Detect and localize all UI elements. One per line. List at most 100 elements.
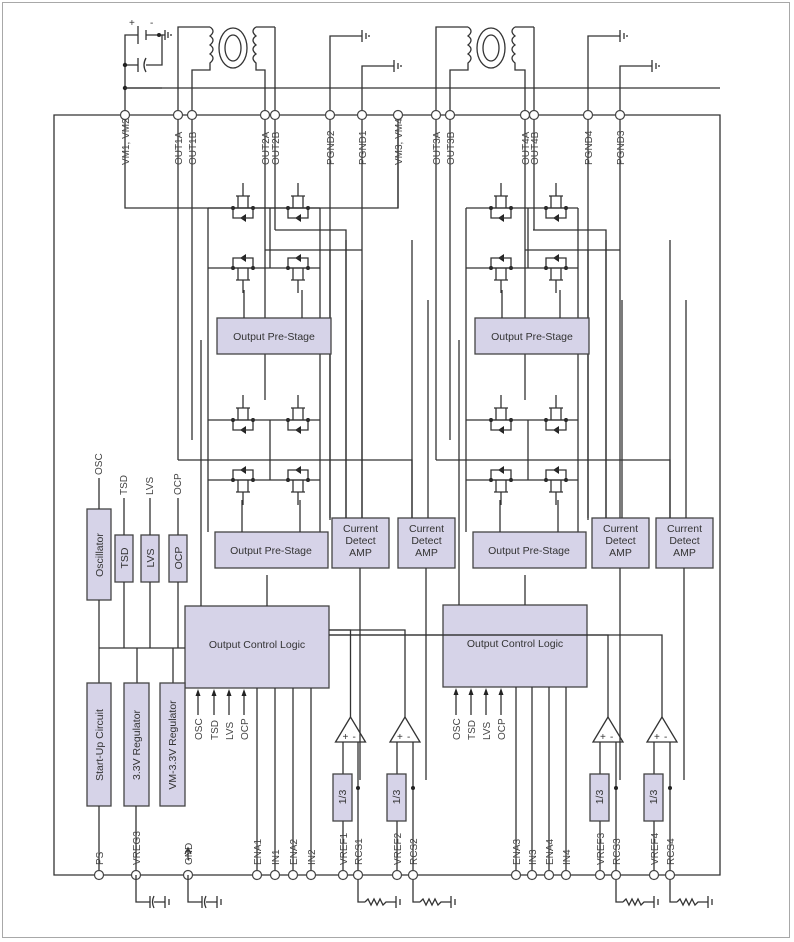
top-pin-label: OUT1A (174, 131, 185, 165)
top-pin-out3a (430, 109, 442, 121)
ocp-block: OCP (168, 534, 188, 583)
bottom-pin-vref4 (648, 869, 660, 881)
bottom-pin-ps (93, 869, 105, 881)
svg-text:Output Pre-Stage: Output Pre-Stage (230, 545, 312, 557)
mosfet (286, 466, 310, 505)
divider-2: 1/3 (386, 773, 407, 822)
lvs-block: LVS (140, 534, 160, 583)
svg-text:+: + (600, 732, 606, 743)
svg-text:Detect: Detect (345, 535, 375, 547)
top-pin-out1a (172, 109, 184, 121)
power-fets (178, 183, 671, 532)
bottom-pin-label: VREF2 (393, 832, 404, 865)
mosfet (489, 254, 513, 293)
logic-input-label: OCP (240, 718, 251, 740)
mosfet (286, 395, 310, 434)
top-pin-label: PGND1 (358, 130, 369, 165)
top-pin-out2a (259, 109, 271, 121)
divider-3: 1/3 (589, 773, 610, 822)
logic-input-label: TSD (467, 720, 478, 740)
mosfet (286, 183, 310, 222)
oscillator-block: Oscillator (86, 508, 112, 601)
divider-4: 1/3 (643, 773, 664, 822)
svg-text:1/3: 1/3 (594, 790, 606, 805)
bottom-pin-label: GND (184, 843, 195, 865)
svg-text:Detect: Detect (669, 535, 699, 547)
top-pin-label: PGND3 (616, 130, 627, 165)
battery-plus-label: + (129, 18, 135, 29)
ic-outline (53, 114, 721, 876)
mosfet (231, 254, 255, 293)
top-pin-pgnd3 (614, 109, 626, 121)
bottom-pin-label: ENA1 (253, 838, 264, 865)
bottom-pin-label: ENA4 (545, 838, 556, 865)
prestage-block-2: Output Pre-Stage (214, 531, 329, 569)
svg-text:+: + (397, 732, 403, 743)
mosfet (489, 183, 513, 222)
control-logic-block-2: Output Control Logic (442, 604, 588, 688)
svg-text:AMP: AMP (673, 547, 696, 559)
top-pin-pgnd4 (582, 109, 594, 121)
supply-section: + - (122, 18, 172, 115)
mosfet (286, 254, 310, 293)
top-pin-vm3vm4 (392, 109, 404, 121)
svg-text:3.3V Regulator: 3.3V Regulator (131, 709, 143, 780)
svg-text:AMP: AMP (415, 547, 438, 559)
bottom-pin-vref3 (594, 869, 606, 881)
mosfet (544, 254, 568, 293)
svg-text:Output Pre-Stage: Output Pre-Stage (233, 331, 315, 343)
bottom-pin-rcs4 (664, 869, 676, 881)
motor-1 (177, 26, 276, 115)
svg-text:-: - (407, 732, 410, 743)
bottom-pin-in4 (560, 869, 572, 881)
lvs-output-label: LVS (145, 477, 156, 495)
divider-1: 1/3 (332, 773, 353, 822)
svg-text:VM-3.3V Regulator: VM-3.3V Regulator (167, 700, 179, 790)
top-pin-label: VM3, VM4 (394, 118, 405, 165)
bottom-pin-rcs1 (352, 869, 364, 881)
mosfet (489, 466, 513, 505)
motor-2 (435, 26, 535, 115)
bottom-pin-label: VREF1 (339, 832, 350, 865)
bottom-pin-label: IN4 (562, 849, 573, 865)
svg-text:Current: Current (603, 523, 638, 535)
top-pin-label: OUT2A (261, 131, 272, 165)
regvm-block: VM-3.3V Regulator (159, 682, 186, 807)
mosfet (231, 395, 255, 434)
tsd-block: TSD (114, 534, 134, 583)
svg-text:+: + (654, 732, 660, 743)
top-pin-label: OUT4B (530, 131, 541, 165)
bottom-pin-label: IN1 (271, 849, 282, 865)
startup-circuit-block: Start-Up Circuit (86, 682, 112, 807)
prestage-block-3: Output Pre-Stage (474, 317, 590, 355)
svg-text:Current: Current (667, 523, 702, 535)
top-pin-out2b (269, 109, 281, 121)
svg-text:Start-Up Circuit: Start-Up Circuit (94, 709, 106, 781)
bottom-pin-label: RCS3 (612, 838, 623, 865)
svg-text:Detect: Detect (411, 535, 441, 547)
bottom-pin-ena4 (543, 869, 555, 881)
top-pin-label: OUT3A (432, 131, 443, 165)
top-pin-out1b (186, 109, 198, 121)
logic-input-label: OSC (452, 718, 463, 740)
svg-text:LVS: LVS (145, 548, 157, 567)
top-pin-label: OUT3B (446, 131, 457, 165)
comparator-4: +- (329, 634, 679, 870)
bottom-pin-label: VREG3 (132, 831, 143, 865)
logic-input-label: OCP (497, 718, 508, 740)
logic-input-label: OSC (194, 718, 205, 740)
top-pin-out4a (519, 109, 531, 121)
svg-text:Output Control Logic: Output Control Logic (467, 638, 563, 650)
bottom-pin-ena1 (251, 869, 263, 881)
mosfet (231, 466, 255, 505)
bottom-pin-label: IN2 (307, 849, 318, 865)
top-pin-pgnd2 (324, 109, 336, 121)
bottom-pin-rcs2 (407, 869, 419, 881)
bottom-pin-label: IN3 (528, 849, 539, 865)
svg-text:TSD: TSD (119, 547, 131, 568)
prestage-block-1: Output Pre-Stage (216, 317, 332, 355)
